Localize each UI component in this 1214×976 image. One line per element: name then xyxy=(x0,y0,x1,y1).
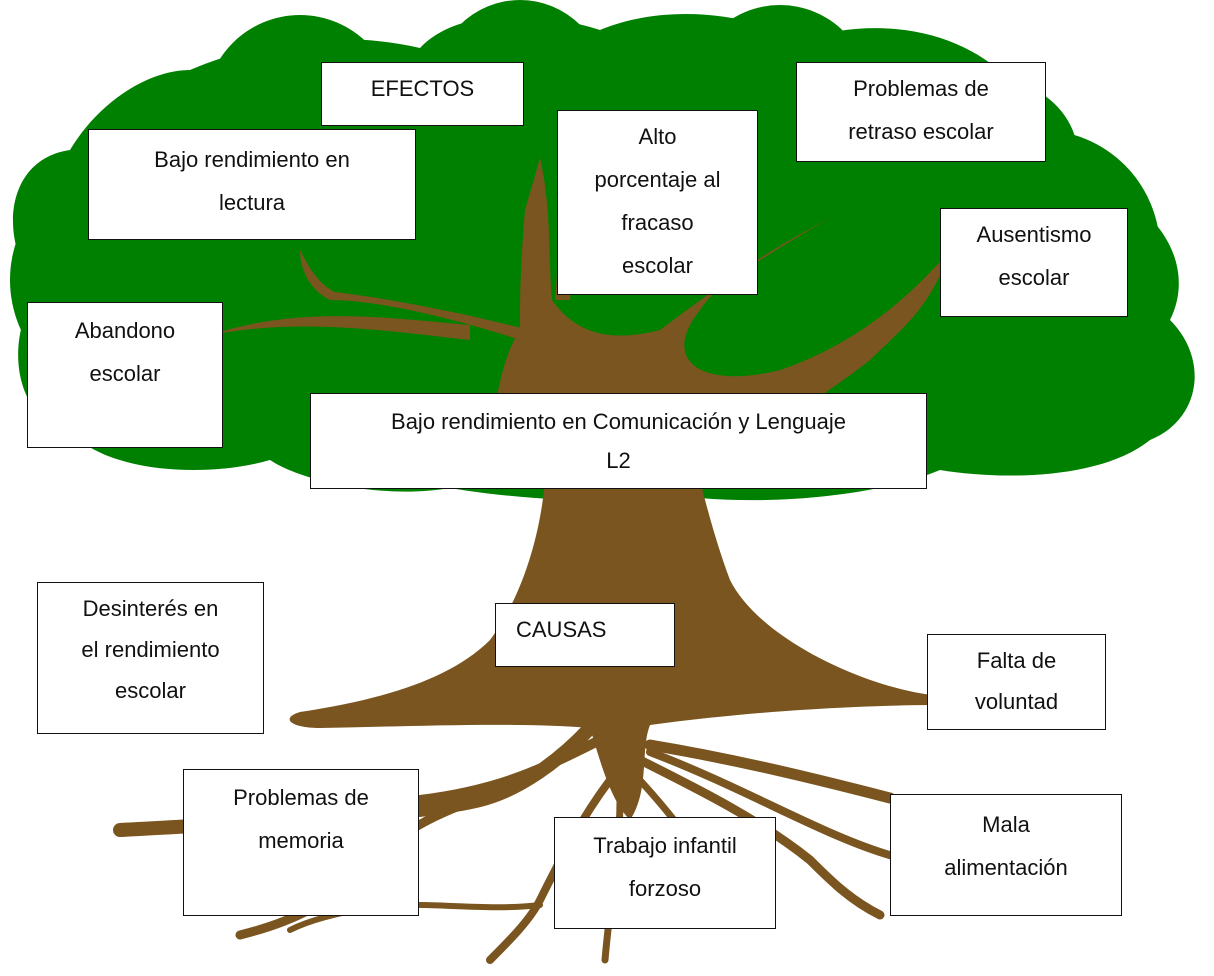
cause-memoria: Problemas de memoria xyxy=(183,769,419,916)
effect-lectura: Bajo rendimiento en lectura xyxy=(88,129,416,240)
effect-retraso: Problemas de retraso escolar xyxy=(796,62,1046,162)
causes-heading: CAUSAS xyxy=(495,603,675,667)
effect-fracaso: Alto porcentaje al fracaso escolar xyxy=(557,110,758,295)
cause-trabajo: Trabajo infantil forzoso xyxy=(554,817,776,929)
effects-heading: EFECTOS xyxy=(321,62,524,126)
cause-voluntad: Falta de voluntad xyxy=(927,634,1106,730)
cause-alimentacion: Mala alimentación xyxy=(890,794,1122,916)
effect-ausentismo: Ausentismo escolar xyxy=(940,208,1128,317)
effect-abandono: Abandono escolar xyxy=(27,302,223,448)
cause-desinteres: Desinterés en el rendimiento escolar xyxy=(37,582,264,734)
central-problem: Bajo rendimiento en Comunicación y Lengu… xyxy=(310,393,927,489)
